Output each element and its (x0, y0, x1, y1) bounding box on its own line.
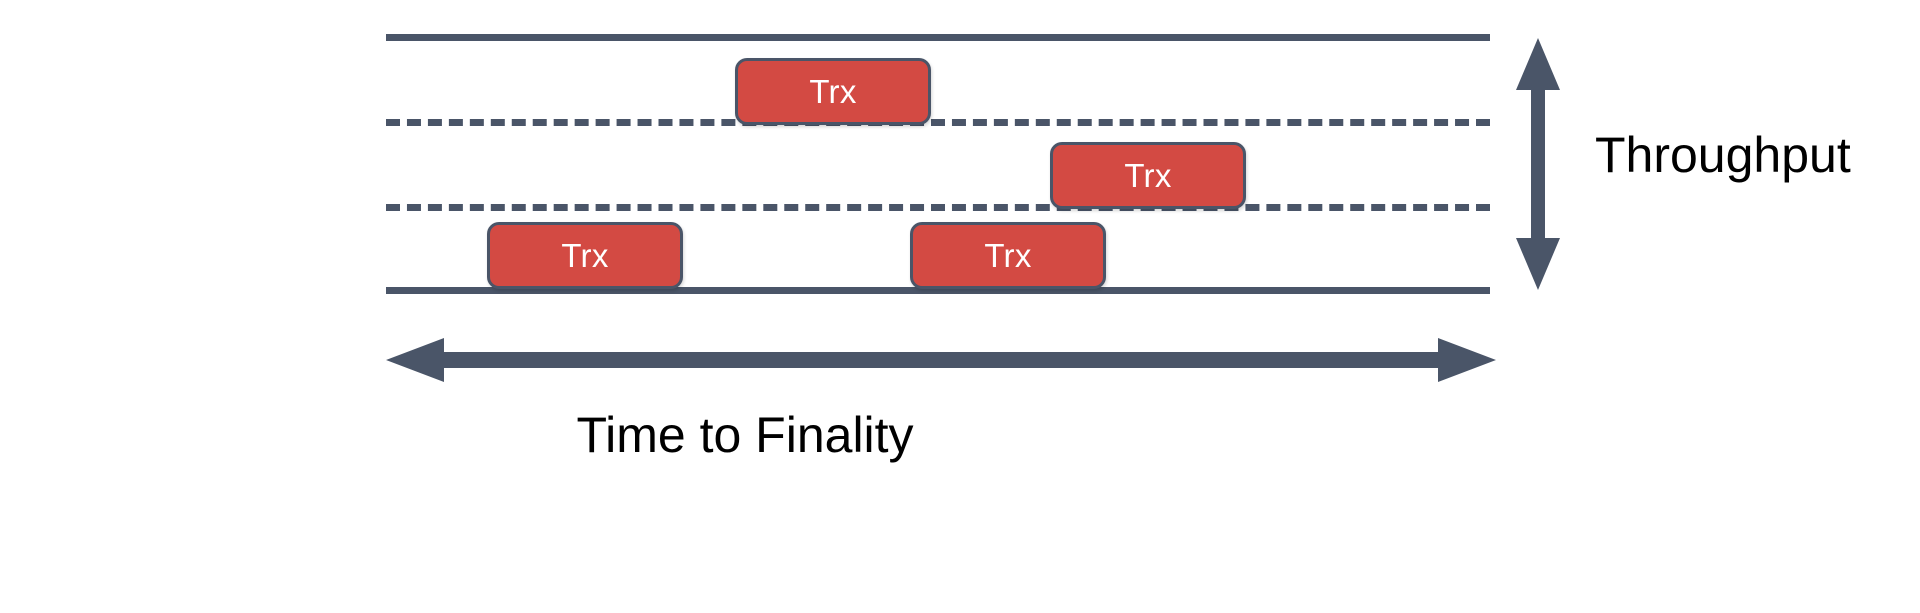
transaction-box-middle[interactable]: Trx (1050, 142, 1246, 209)
transaction-label: Trx (809, 73, 857, 110)
transaction-label: Trx (1124, 157, 1172, 194)
transaction-label: Trx (984, 237, 1032, 274)
double-arrow-horizontal-icon (386, 338, 1496, 382)
transaction-box-top[interactable]: Trx (735, 58, 931, 125)
lane-divider-upper-line (386, 119, 1490, 126)
transaction-box-bottom-right[interactable]: Trx (910, 222, 1106, 289)
throughput-axis-label: Throughput (1595, 127, 1851, 183)
transaction-box-bottom-left[interactable]: Trx (487, 222, 683, 289)
lane-boundary-top-line (386, 34, 1490, 41)
lane-boundary-bottom-line (386, 287, 1490, 294)
transaction-label: Trx (561, 237, 609, 274)
double-arrow-vertical-icon (1516, 38, 1560, 290)
lane-divider-lower-line (386, 204, 1490, 211)
time-to-finality-axis-label: Time to Finality (576, 407, 914, 463)
